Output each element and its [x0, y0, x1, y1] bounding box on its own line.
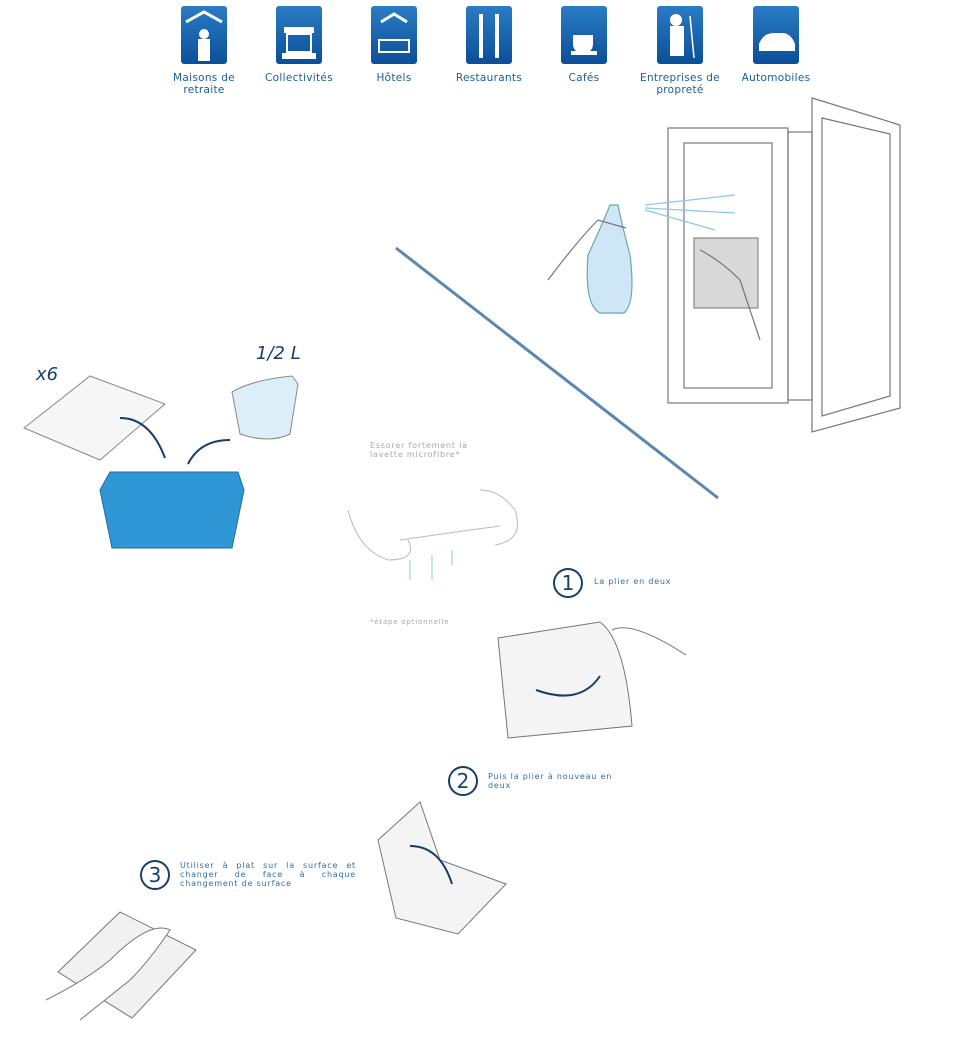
fold-one-illustration — [497, 621, 687, 739]
step-two-text: Puis la plier à nouveau en deux — [488, 772, 613, 790]
cloth-count: x6 — [36, 364, 59, 385]
step-one-text: La plier en deux — [594, 577, 672, 586]
use-flat-illustration — [45, 911, 197, 1021]
step-one-number: 1 — [553, 568, 583, 598]
divider-line — [395, 246, 719, 500]
prep-illustration — [23, 375, 299, 549]
window-illustration — [547, 97, 901, 433]
optional-note: *étape optionnelle — [370, 618, 450, 626]
sector-restaurants: Restaurants — [444, 6, 534, 84]
step-two-number: 2 — [448, 766, 478, 796]
icon-glyphs — [185, 10, 795, 61]
fork-knife-icon — [466, 6, 512, 64]
wringing-illustration — [347, 489, 518, 580]
fold-two-illustration — [377, 801, 507, 935]
step-three-number: 3 — [140, 860, 170, 890]
step-three-text: Utiliser à plat sur la surface et change… — [180, 861, 356, 888]
water-quantity: 1/2 L — [256, 343, 301, 364]
wring-instruction: Essorer fortement la lavette microfibre* — [370, 441, 468, 459]
